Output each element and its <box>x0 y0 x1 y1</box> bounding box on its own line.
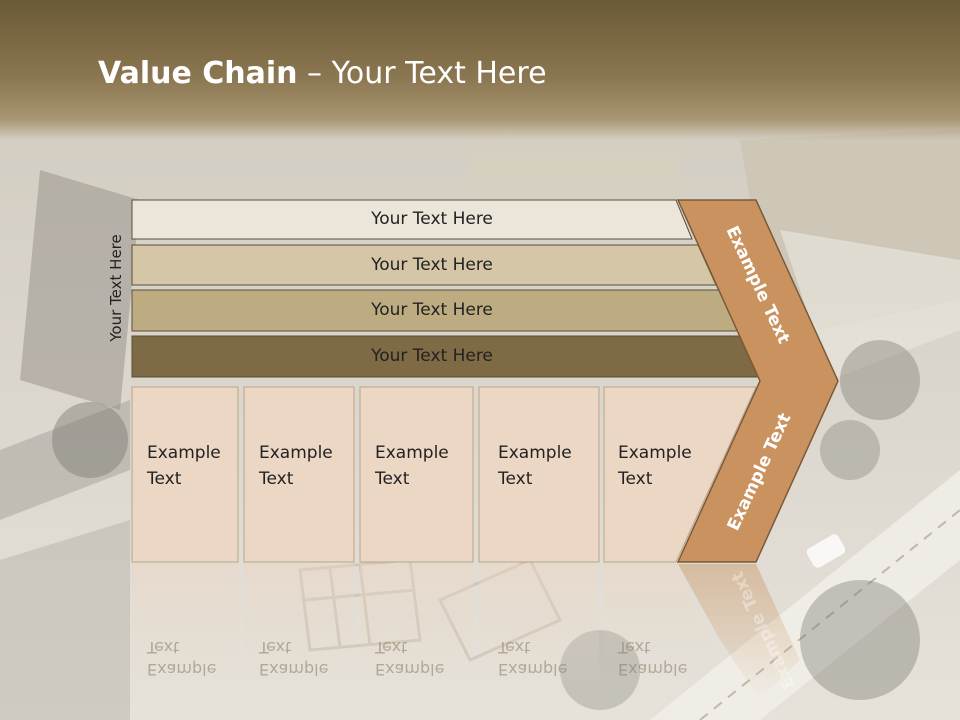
box-2 <box>243 386 355 563</box>
title-rest: – Your Text Here <box>297 56 547 91</box>
box-5-reflection <box>604 564 720 660</box>
box-3 <box>359 386 474 563</box>
box-3-text-reflection: Example Text <box>375 638 445 679</box>
box-4-text-reflection: Example Text <box>498 638 568 679</box>
title-bold: Value Chain <box>98 56 298 91</box>
slide-title: Value Chain – Your Text Here <box>98 56 547 92</box>
box-4 <box>478 386 600 563</box>
row-bar-1 <box>131 199 693 240</box>
box-2-reflection <box>244 564 354 694</box>
box-5-text-reflection: Example Text <box>618 638 688 679</box>
row-label-1: Your Text Here <box>371 209 493 229</box>
box-1 <box>131 386 239 563</box>
box-1-reflection <box>132 564 238 694</box>
row-label-3: Your Text Here <box>371 300 493 320</box>
box-5 <box>603 386 757 563</box>
box-2-text-reflection: Example Text <box>259 638 329 679</box>
box-4-text: Example Text <box>498 443 572 489</box>
title-band <box>0 0 960 140</box>
box-3-text: Example Text <box>375 443 449 489</box>
row-label-2: Your Text Here <box>371 255 493 275</box>
box-3-reflection <box>360 564 473 694</box>
row-label-4: Your Text Here <box>371 346 493 366</box>
box-4-reflection <box>479 564 599 694</box>
box-5-text: Example Text <box>618 443 692 489</box>
side-label: Your Text Here <box>107 234 125 342</box>
box-1-text-reflection: Example Text <box>147 638 217 679</box>
box-1-text: Example Text <box>147 443 221 489</box>
box-2-text: Example Text <box>259 443 333 489</box>
chevron-arrow <box>676 199 839 563</box>
chevron-reflection <box>678 564 800 700</box>
